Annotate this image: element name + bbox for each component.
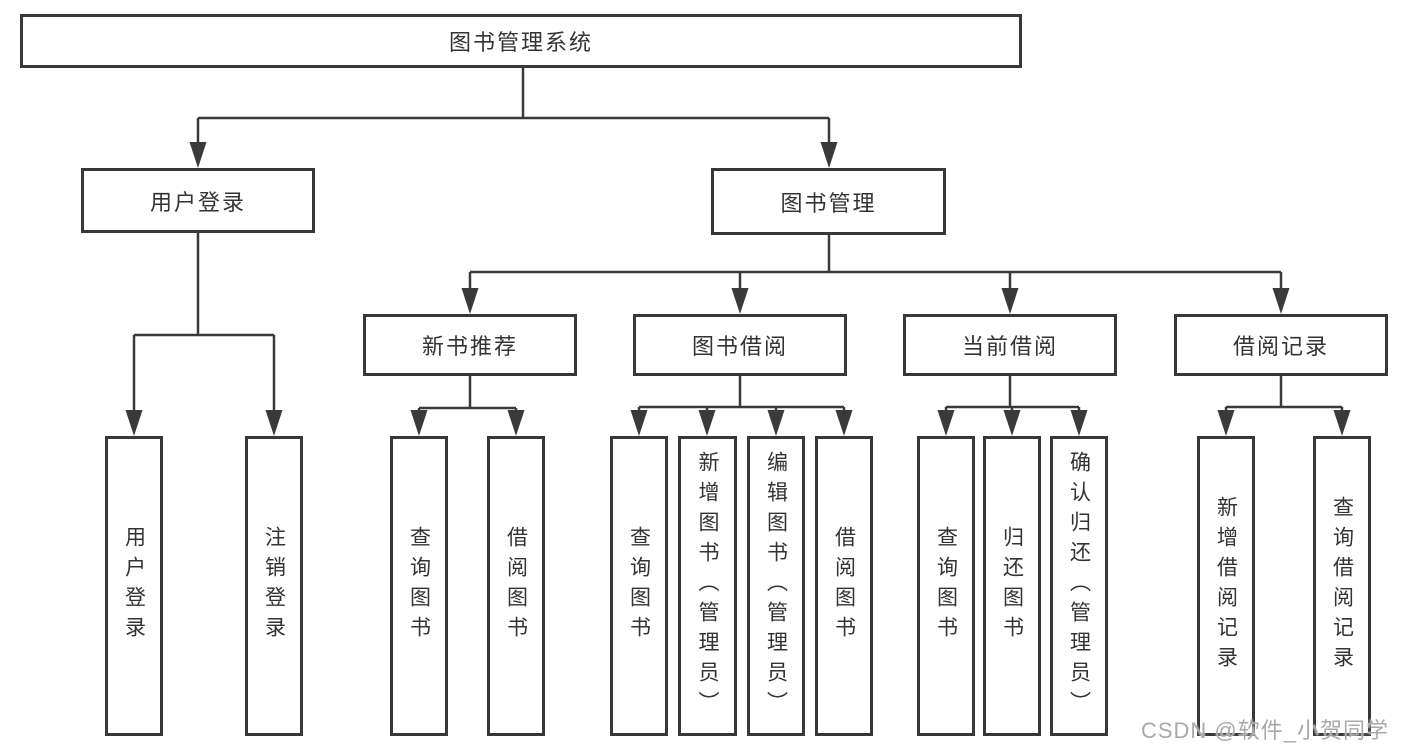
node-user-login: 用户登录	[81, 168, 315, 233]
leaf-label: 借阅图书	[832, 526, 856, 646]
node-book-borrow: 图书借阅	[633, 314, 847, 376]
node-label: 当前借阅	[961, 334, 1058, 359]
node-current-borrow: 当前借阅	[903, 314, 1117, 376]
node-label: 图书管理系统	[448, 30, 593, 55]
leaf-label: 新增借阅记录	[1214, 496, 1238, 676]
leaf-query-books-2: 查询图书	[610, 436, 668, 736]
node-label: 用户登录	[149, 189, 246, 215]
leaf-label: 新增图书（管理员）	[696, 451, 719, 721]
leaf-query-borrow-record: 查询借阅记录	[1313, 436, 1371, 736]
leaf-confirm-return-admin: 确认归还（管理员）	[1050, 436, 1108, 736]
leaf-label: 借阅图书	[504, 526, 528, 646]
leaf-label: 查询借阅记录	[1330, 496, 1354, 676]
leaf-return-book: 归还图书	[983, 436, 1041, 736]
node-new-book-recommend: 新书推荐	[363, 314, 577, 376]
leaf-logout: 注销登录	[245, 436, 303, 736]
node-borrow-record: 借阅记录	[1174, 314, 1388, 376]
leaf-label: 查询图书	[934, 526, 958, 646]
node-library-management-system: 图书管理系统	[20, 14, 1022, 68]
leaf-edit-book-admin: 编辑图书（管理员）	[747, 436, 805, 736]
node-book-management: 图书管理	[711, 168, 946, 235]
leaf-label: 查询图书	[407, 526, 431, 646]
leaf-add-borrow-record: 新增借阅记录	[1197, 436, 1255, 736]
leaf-add-book-admin: 新增图书（管理员）	[678, 436, 737, 736]
node-label: 图书管理	[780, 190, 877, 216]
leaf-borrow-books-2: 借阅图书	[815, 436, 873, 736]
leaf-query-books-3: 查询图书	[917, 436, 975, 736]
csdn-watermark: CSDN @软件_小贺同学	[1140, 718, 1389, 743]
leaf-label: 归还图书	[1000, 526, 1024, 646]
node-label: 图书借阅	[691, 334, 788, 359]
node-label: 新书推荐	[421, 334, 518, 359]
leaf-user-login: 用户登录	[105, 436, 163, 736]
leaf-query-books-1: 查询图书	[390, 436, 448, 736]
leaf-borrow-books-1: 借阅图书	[487, 436, 545, 736]
leaf-label: 查询图书	[627, 526, 651, 646]
leaf-label: 用户登录	[122, 526, 146, 646]
leaf-label: 确认归还（管理员）	[1067, 451, 1091, 721]
node-label: 借阅记录	[1232, 334, 1329, 359]
leaf-label: 注销登录	[262, 526, 286, 646]
leaf-label: 编辑图书（管理员）	[764, 451, 788, 721]
